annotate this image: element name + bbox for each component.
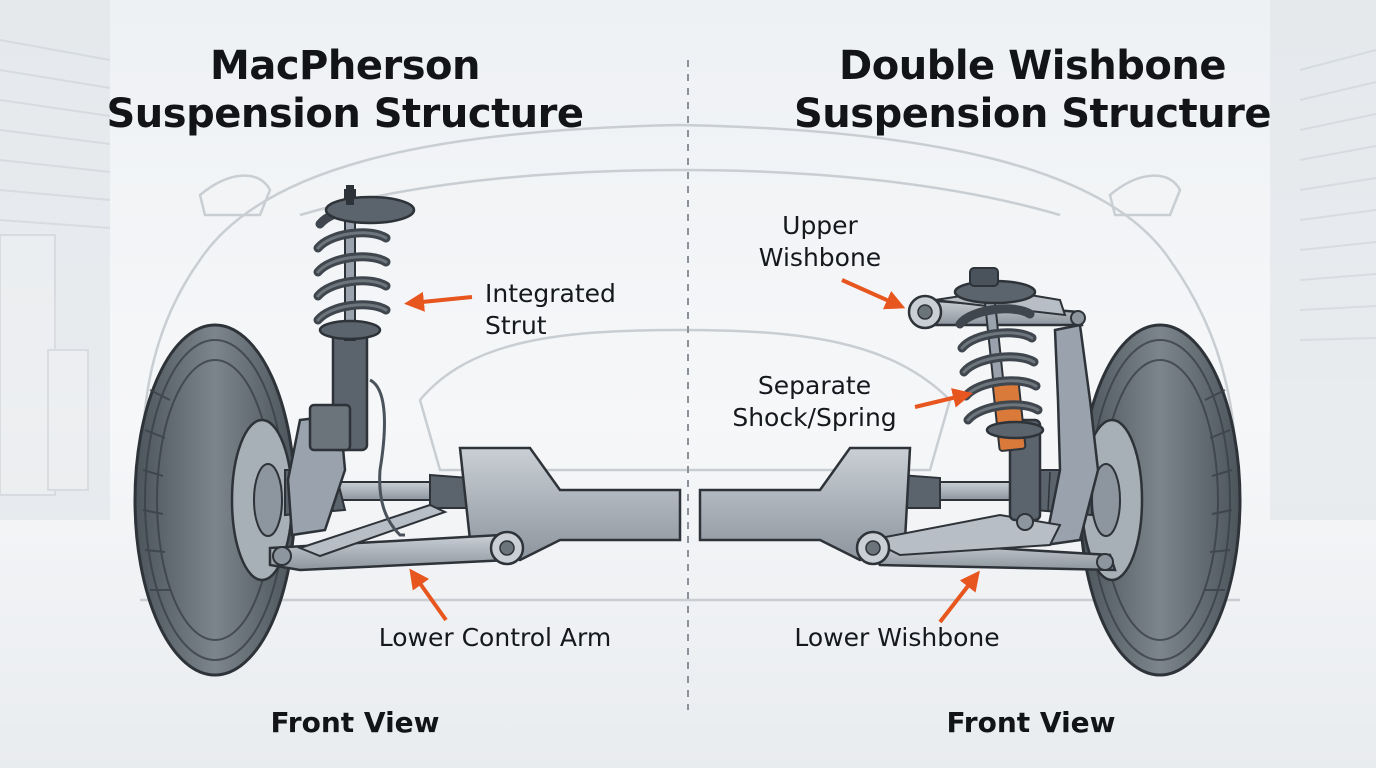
macpherson-strut: [308, 185, 416, 537]
double-wishbone-assembly: [698, 267, 1242, 677]
left-title-line2: Suspension Structure: [106, 91, 584, 137]
upper-wishbone-label-line1: Upper: [782, 211, 858, 240]
right-title: Double Wishbone Suspension Structure: [760, 42, 1305, 138]
left-tire: [133, 323, 297, 677]
right-tire: [1078, 323, 1242, 677]
upper-wishbone-label-line2: Wishbone: [758, 243, 882, 272]
coilover-shock-spring: [953, 267, 1045, 531]
lower-control-arm-label: Lower Control Arm: [360, 622, 630, 654]
right-title-line1: Double Wishbone: [839, 43, 1226, 89]
integrated-strut-label-line2: Strut: [485, 311, 547, 340]
shock-spring-callout-arrow: [914, 388, 973, 409]
lower-control-arm: [268, 503, 525, 572]
lower-wishbone: [855, 513, 1117, 572]
strut-callout-arrow: [404, 291, 473, 312]
car-body-outline: [140, 123, 1240, 602]
left-title-line1: MacPherson: [210, 43, 480, 89]
separate-shock-spring-label-line2: Shock/Spring: [732, 403, 897, 432]
garage-background: [0, 0, 1376, 520]
lower-wishbone-text: Lower Wishbone: [794, 623, 1000, 652]
upper-wishbone-callout-arrow: [841, 278, 906, 310]
right-title-line2: Suspension Structure: [793, 91, 1272, 137]
right-front-view-caption: Front View: [946, 706, 1116, 739]
separate-shock-spring-label-line1: Separate: [757, 371, 872, 400]
separate-shock-spring-label: Separate Shock/Spring: [712, 370, 917, 434]
integrated-strut-label: Integrated Strut: [485, 278, 616, 342]
lower-control-arm-text: Lower Control Arm: [378, 623, 612, 652]
upper-wishbone-label: Upper Wishbone: [745, 210, 895, 274]
lower-wishbone-label: Lower Wishbone: [772, 622, 1022, 654]
right-upright: [1043, 323, 1100, 547]
left-title: MacPherson Suspension Structure: [80, 42, 610, 138]
macpherson-assembly: [133, 185, 682, 677]
left-front-view-caption: Front View: [270, 706, 440, 739]
arm-callout-arrow: [409, 568, 448, 622]
lower-wishbone-callout-arrow: [938, 570, 980, 624]
integrated-strut-label-line1: Integrated: [485, 279, 616, 308]
